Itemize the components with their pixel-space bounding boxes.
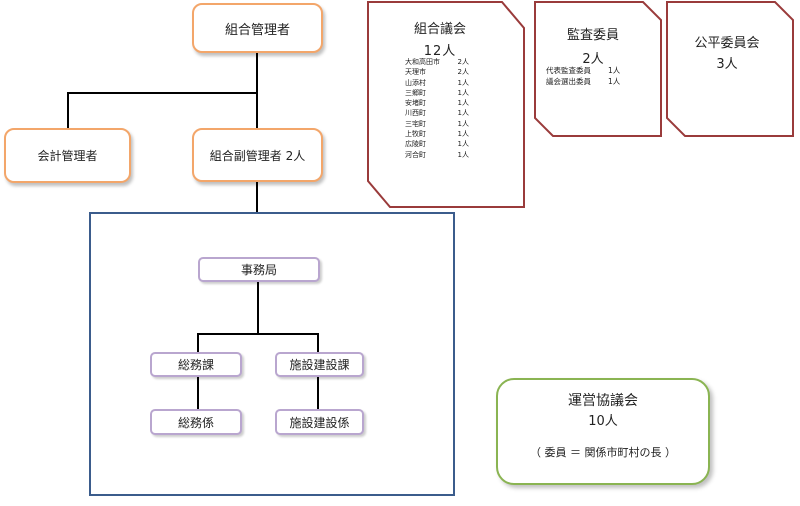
- connector-secretariat-down: [257, 281, 259, 334]
- roster-row: 上牧町 1人: [405, 129, 469, 139]
- connector-vice-to-office: [256, 182, 258, 213]
- audit-member-count: 1人: [608, 66, 621, 75]
- roster-count: 2人: [457, 68, 469, 77]
- general-affairs-unit-box: 総務係: [150, 409, 242, 435]
- roster-muni: 大和高田市: [405, 58, 440, 66]
- roster-row: 三郷町 1人: [405, 88, 469, 98]
- roster-muni: 広陵町: [405, 140, 426, 149]
- connector-to-vice-admin: [256, 92, 258, 129]
- assembly-title: 組合議会: [413, 22, 466, 37]
- roster-count: 1人: [457, 99, 469, 108]
- roster-row: 三宅町 1人: [405, 119, 469, 129]
- general-affairs-section-box: 総務課: [150, 352, 242, 377]
- connector-sections-horizontal: [197, 333, 318, 335]
- facility-unit-box: 施設建設係: [275, 409, 364, 435]
- secretariat-label: 事務局: [240, 263, 277, 277]
- admin-box: 組合管理者: [192, 3, 323, 53]
- roster-count: 1人: [457, 140, 469, 149]
- roster-row: 天理市 2人: [405, 67, 469, 77]
- fairness-title: 公平委員会: [694, 36, 760, 51]
- roster-muni: 上牧町: [405, 130, 426, 139]
- assembly-roster: 大和高田市 2人 天理市 2人 山添村 1人 三郷町 1人 安堵町 1人 川西町 1人 三宅…: [405, 57, 469, 160]
- accountant-box: 会計管理者: [4, 128, 131, 183]
- connector-to-facility-section: [317, 333, 319, 353]
- roster-row: 山添村 1人: [405, 78, 469, 88]
- roster-count: 1人: [457, 78, 469, 87]
- fairness-header: 公平委員会 3人: [672, 32, 782, 72]
- roster-count: 2人: [457, 58, 469, 66]
- assembly-count: 12人: [423, 44, 457, 59]
- roster-row: 河合町 1人: [405, 150, 469, 160]
- accountant-label: 会計管理者: [37, 149, 98, 163]
- facility-section-box: 施設建設課: [275, 352, 364, 377]
- roster-muni: 天理市: [405, 68, 426, 77]
- roster-row: 安堵町 1人: [405, 98, 469, 108]
- roster-count: 1人: [457, 109, 469, 118]
- connector-to-accountant: [67, 92, 69, 129]
- connector-general-to-unit: [197, 376, 199, 410]
- audit-member-count: 1人: [608, 77, 621, 86]
- connector-admin-down: [256, 52, 258, 93]
- audit-member-name: 代表監査委員: [546, 66, 591, 75]
- audit-title: 監査委員: [566, 28, 619, 43]
- roster-count: 1人: [457, 130, 469, 139]
- audit-member-row: 代表監査委員 1人: [546, 65, 620, 76]
- roster-count: 1人: [457, 119, 469, 128]
- roster-muni: 安堵町: [405, 99, 426, 108]
- roster-muni: 山添村: [405, 78, 426, 87]
- council-title: 運営協議会: [568, 393, 638, 409]
- facility-section-label: 施設建設課: [289, 358, 350, 372]
- connector-facility-to-unit: [317, 376, 319, 410]
- roster-muni: 三郷町: [405, 88, 426, 97]
- assembly-header: 組合議会 12人: [370, 18, 510, 59]
- council-note: （ 委員 ＝ 関係市町村の長 ）: [530, 446, 676, 459]
- roster-muni: 川西町: [405, 109, 426, 118]
- connector-to-general-section: [197, 333, 199, 353]
- assembly-note-shape: [367, 1, 525, 208]
- admin-label: 組合管理者: [224, 22, 290, 38]
- audit-header: 監査委員 2人: [538, 24, 648, 67]
- roster-row: 大和高田市 2人: [405, 57, 469, 67]
- roster-muni: 三宅町: [405, 119, 426, 128]
- council-box: 運営協議会 10人 （ 委員 ＝ 関係市町村の長 ）: [496, 378, 710, 485]
- secretariat-frame: [89, 212, 455, 496]
- roster-row: 川西町 1人: [405, 108, 469, 118]
- roster-muni: 河合町: [405, 150, 426, 159]
- connector-branch-horizontal: [67, 92, 258, 94]
- council-count: 10人: [588, 414, 618, 429]
- audit-note-shape: [534, 1, 662, 137]
- audit-member-name: 議会選出委員: [546, 77, 591, 86]
- audit-count: 2人: [582, 52, 604, 67]
- vice-admin-label: 組合副管理者 2人: [209, 148, 306, 163]
- general-affairs-unit-label: 総務係: [177, 415, 214, 430]
- fairness-count: 3人: [716, 57, 738, 72]
- roster-count: 1人: [457, 88, 469, 97]
- fairness-note-shape: [666, 1, 794, 137]
- audit-members: 代表監査委員 1人 議会選出委員 1人: [546, 65, 620, 87]
- secretariat-box: 事務局: [198, 257, 320, 282]
- roster-row: 広陵町 1人: [405, 139, 469, 149]
- facility-unit-label: 施設建設係: [289, 415, 350, 430]
- audit-member-row: 議会選出委員 1人: [546, 76, 620, 87]
- general-affairs-section-label: 総務課: [177, 358, 214, 372]
- vice-admin-box: 組合副管理者 2人: [192, 128, 323, 182]
- roster-count: 1人: [457, 150, 469, 159]
